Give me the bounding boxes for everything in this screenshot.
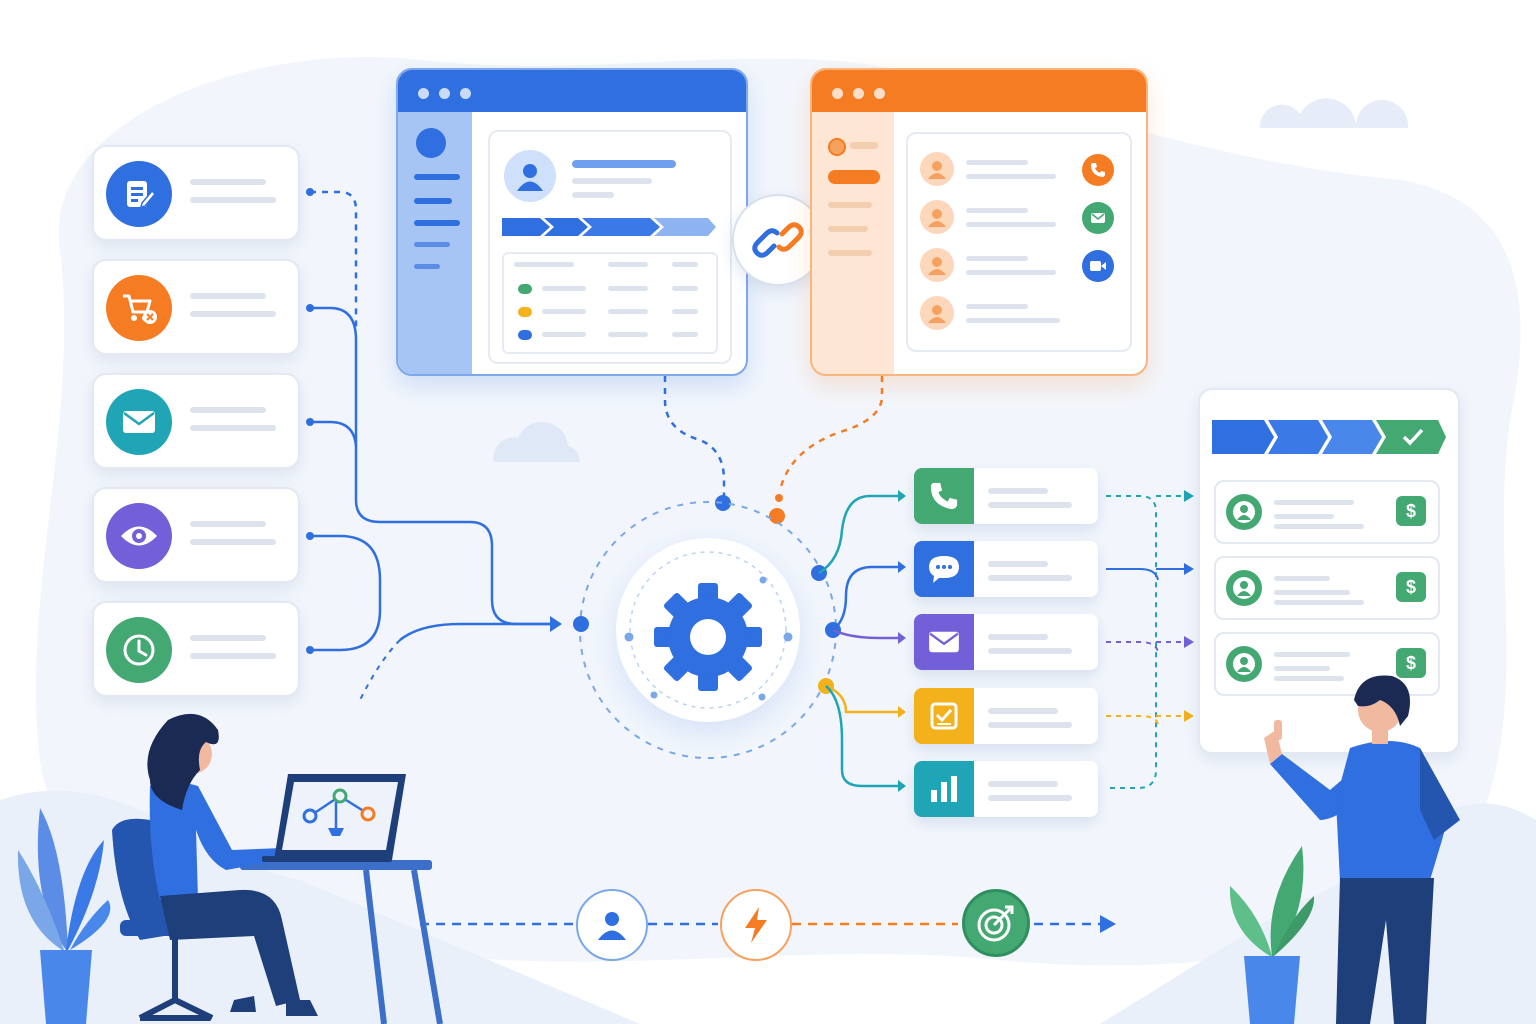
user-icon[interactable] (576, 889, 648, 961)
automation-hub[interactable] (616, 538, 800, 722)
status-dot (518, 284, 532, 294)
trigger-card-cart[interactable] (92, 259, 300, 355)
trigger-card-email[interactable] (92, 373, 300, 469)
avatar (416, 128, 446, 158)
user-avatar-icon (1226, 494, 1262, 530)
communication-window (810, 68, 1148, 376)
window-sidebar (812, 112, 894, 374)
check-icon (1402, 428, 1424, 446)
cart-cancel-icon (106, 275, 172, 341)
contact-list (906, 132, 1132, 352)
eye-icon (106, 503, 172, 569)
phone-icon[interactable] (1082, 154, 1114, 186)
trigger-card-schedule[interactable] (92, 601, 300, 697)
window-titlebar (812, 70, 1146, 112)
contact-profile-icon (504, 150, 556, 202)
results-panel: $ $ $ (1198, 388, 1460, 754)
plant-icon (1229, 846, 1315, 1024)
action-card-call[interactable] (914, 468, 1098, 524)
contact-panel (488, 130, 732, 364)
contact-avatar (920, 152, 954, 186)
trigger-card-view[interactable] (92, 487, 300, 583)
action-card-email[interactable] (914, 614, 1098, 670)
phone-icon (914, 468, 974, 524)
contact-avatar (920, 200, 954, 234)
window-titlebar (398, 70, 746, 112)
chat-icon (914, 541, 974, 597)
form-edit-icon (106, 161, 172, 227)
deal-row[interactable]: $ (1214, 556, 1440, 620)
record-table (502, 252, 718, 354)
pipeline-progress (502, 218, 716, 236)
status-dot (518, 330, 532, 340)
action-card-report[interactable] (914, 761, 1098, 817)
dollar-badge: $ (1396, 496, 1426, 526)
dollar-badge: $ (1396, 648, 1426, 678)
status-dot (518, 307, 532, 317)
contact-avatar (920, 296, 954, 330)
man-presenting (1229, 675, 1460, 1024)
user-avatar-icon (1226, 646, 1262, 682)
clock-icon (106, 617, 172, 683)
deal-row[interactable]: $ (1214, 480, 1440, 544)
woman-at-laptop (17, 713, 443, 1024)
target-icon[interactable] (962, 889, 1030, 957)
lightning-icon[interactable] (720, 889, 792, 961)
action-card-task[interactable] (914, 688, 1098, 744)
contact-window (396, 68, 748, 376)
contact-avatar (920, 248, 954, 282)
dollar-badge: $ (1396, 572, 1426, 602)
action-card-chat[interactable] (914, 541, 1098, 597)
cloud-icon (493, 421, 581, 462)
user-avatar-icon (1226, 570, 1262, 606)
cloud-icon (1259, 98, 1409, 128)
window-sidebar (398, 112, 472, 374)
video-icon[interactable] (1082, 250, 1114, 282)
plant-icon (17, 808, 111, 1024)
pipeline-complete (1212, 420, 1446, 454)
bar-chart-icon (914, 761, 974, 817)
trigger-card-form[interactable] (92, 145, 300, 241)
task-check-icon (914, 688, 974, 744)
gear-icon (624, 551, 793, 709)
message-icon[interactable] (1082, 202, 1114, 234)
mail-icon (914, 614, 974, 670)
mail-icon (106, 389, 172, 455)
